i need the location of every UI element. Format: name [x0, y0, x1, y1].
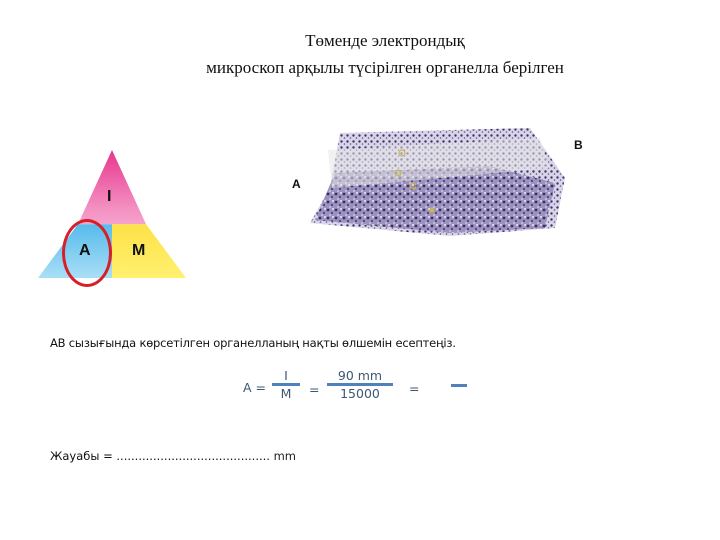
fraction-numerator: 90 mm: [337, 368, 383, 383]
answer-label: Жауабы =: [50, 449, 117, 463]
fraction-i-over-m: I M: [272, 368, 300, 401]
fraction-bar: [327, 383, 393, 386]
fraction-bar: [272, 383, 300, 386]
equals-sign: =: [409, 381, 420, 396]
fraction-values: 90 mm 15000: [326, 368, 394, 401]
answer-dots: ........................................…: [116, 449, 270, 463]
fraction-denominator: M: [280, 386, 292, 401]
answer-line: Жауабы = ...............................…: [50, 449, 296, 463]
highlight-circle: [62, 219, 112, 287]
triangle-label-m: M: [132, 242, 146, 259]
micrograph-label-a: A: [292, 177, 301, 191]
fraction-denominator: 15000: [340, 386, 380, 401]
instruction-text: АВ сызығында көрсетілген органелланың на…: [50, 336, 456, 350]
formula-triangle: I A M: [38, 150, 186, 278]
fraction-numerator: I: [284, 368, 288, 383]
micrograph-image: [310, 128, 565, 236]
equals-sign: =: [309, 382, 320, 397]
micrograph-label-b: B: [574, 138, 583, 152]
title-line-1: Төменде электрондық: [305, 31, 465, 50]
answer-unit: mm: [269, 449, 297, 463]
answer-blank-bar: [451, 384, 467, 387]
formula-lhs: A =: [243, 380, 266, 395]
triangle-label-i: I: [107, 188, 112, 205]
title-line-2: микроскоп арқылы түсірілген органелла бе…: [206, 58, 564, 77]
